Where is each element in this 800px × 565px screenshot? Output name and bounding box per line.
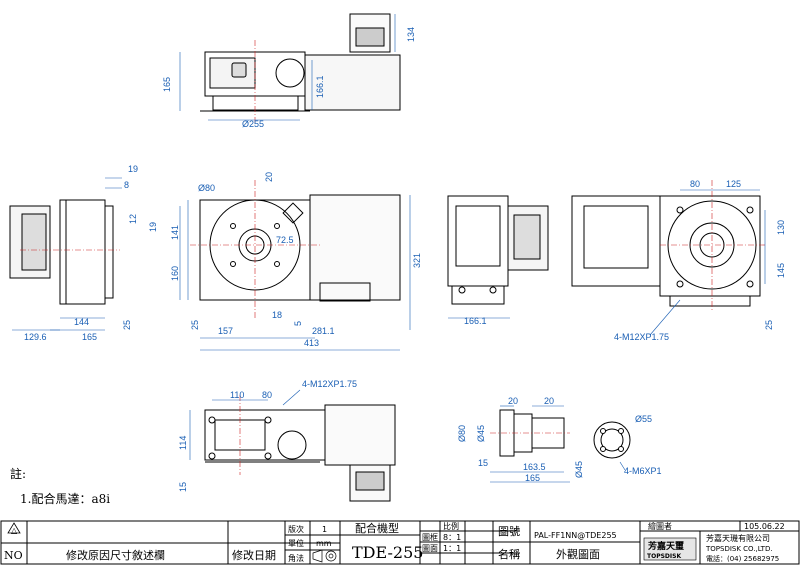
projection-symbol <box>312 549 337 563</box>
dim-front-157: 157 <box>218 326 233 336</box>
company-name-en: TOPSDISK CO.,LTD. <box>705 545 773 553</box>
date-value: 105.06.22 <box>744 522 785 531</box>
dim-shaft-163: 163.5 <box>523 462 546 472</box>
dim-bottom-80: 80 <box>262 390 272 400</box>
sheet-value: 1：1 <box>443 544 461 553</box>
dim-front-321: 321 <box>412 253 422 268</box>
frame-label: 圖框 <box>422 532 438 542</box>
dim-bottom-15: 15 <box>178 482 188 492</box>
dim-rear-25: 25 <box>764 320 774 330</box>
top-view <box>179 13 401 125</box>
drawing-no-label: 圖號 <box>498 525 520 538</box>
notes-title: 註: <box>10 467 26 481</box>
company-tel: 電話：(04) 25682975 <box>706 554 779 563</box>
dim-left-144: 144 <box>74 317 89 327</box>
company-logo-text: 芳嘉天璽 <box>648 540 684 552</box>
dim-shaft-165: 165 <box>525 473 540 483</box>
dim-shaft-20b: 20 <box>544 396 554 406</box>
version-label: 版次 <box>288 524 304 534</box>
dim-front-141: 141 <box>170 225 180 240</box>
scale-label: 比例 <box>443 521 459 531</box>
dim-shaft-dia45a: Ø45 <box>476 425 486 442</box>
dim-bottom-110: 110 <box>230 390 244 400</box>
dim-left-129: 129.6 <box>24 332 47 342</box>
dim-left-8: 8 <box>124 180 129 190</box>
dim-front-160: 160 <box>170 266 180 281</box>
dim-front-72: 72.5 <box>276 235 294 245</box>
left-view-body <box>59 199 106 305</box>
dim-left-19b: 19 <box>148 222 158 232</box>
dim-front-413: 413 <box>304 338 319 348</box>
dim-shaft-dia80: Ø80 <box>457 425 467 442</box>
dim-front-25: 25 <box>190 320 200 330</box>
dim-shaft-20a: 20 <box>508 396 518 406</box>
dim-left-165: 165 <box>82 332 97 342</box>
dim-front-281: 281.1 <box>312 326 335 336</box>
rear-view-table <box>659 195 761 297</box>
dim-top-134: 134 <box>406 27 416 42</box>
sheet-label: 圖面 <box>422 544 438 553</box>
rear-view <box>571 180 766 336</box>
shaft-detail <box>490 405 631 483</box>
bottom-callout: 4-M12XP1.75 <box>302 379 357 389</box>
dim-shaft-dia55: Ø55 <box>635 414 652 424</box>
name-label: 名稱 <box>498 547 520 561</box>
dim-front-dia80: Ø80 <box>198 183 215 193</box>
machine-value: TDE-255 <box>352 543 423 562</box>
logo <box>643 537 697 561</box>
dim-left-19a: 19 <box>128 164 138 174</box>
bottom-view-motor <box>324 404 396 466</box>
right-view <box>447 195 549 319</box>
title-block <box>0 520 800 565</box>
rev-symbol: △ <box>11 526 18 535</box>
dim-rear-130: 130 <box>776 220 786 235</box>
dim-front-18: 18 <box>272 310 282 320</box>
company-logo-en: TOPSDISK <box>647 553 681 560</box>
notes-line1: 1.配合馬達：a8i <box>20 491 110 506</box>
front-view <box>179 180 411 351</box>
rev-date-label: 修改日期 <box>232 548 276 562</box>
front-view-motor <box>309 194 401 301</box>
dim-top-165: 165 <box>162 77 172 92</box>
frame-value: 8：1 <box>443 533 461 542</box>
dim-front-20: 20 <box>264 172 274 182</box>
dim-shaft-dia45b: Ø45 <box>574 461 584 478</box>
dim-left-12: 12 <box>128 214 138 224</box>
rev-desc-label: 修改原因尺寸敘述欄 <box>66 548 165 562</box>
company-name-cn: 芳嘉天璣有限公司 <box>706 533 770 543</box>
rear-callout: 4-M12XP1.75 <box>614 332 669 342</box>
bottom-view <box>189 389 396 502</box>
shaft-callout: 4-M6XP1 <box>624 466 662 476</box>
right-view-body <box>447 195 509 287</box>
dim-top-166: 166.1 <box>315 75 325 98</box>
dim-rear-125: 125 <box>726 179 741 189</box>
unit-label: 單位 <box>288 538 304 548</box>
version-value: 1 <box>322 525 327 534</box>
shaft-end-view <box>593 421 631 459</box>
dim-left-25: 25 <box>122 320 132 330</box>
dim-rear-145: 145 <box>776 263 786 278</box>
angle-label: 角法 <box>288 553 304 563</box>
name-value: 外觀圖面 <box>556 548 600 561</box>
unit-value: mm <box>316 539 332 548</box>
top-view-motor <box>304 54 401 111</box>
drawing-no-value: PAL-FF1NN@TDE255 <box>534 531 617 540</box>
dim-front-5: 5 <box>293 321 303 326</box>
left-view <box>9 177 122 331</box>
rear-view-motor <box>571 195 661 287</box>
machine-label: 配合機型 <box>355 521 399 535</box>
dim-right-166: 166.1 <box>464 316 487 326</box>
dim-top-dia255: Ø255 <box>242 119 264 129</box>
dim-rear-80: 80 <box>690 179 700 189</box>
dim-shaft-15: 15 <box>478 458 488 468</box>
drafter-label: 繪圖者 <box>648 521 672 531</box>
dim-bottom-114: 114 <box>178 436 188 450</box>
no-label: NO <box>4 549 23 562</box>
